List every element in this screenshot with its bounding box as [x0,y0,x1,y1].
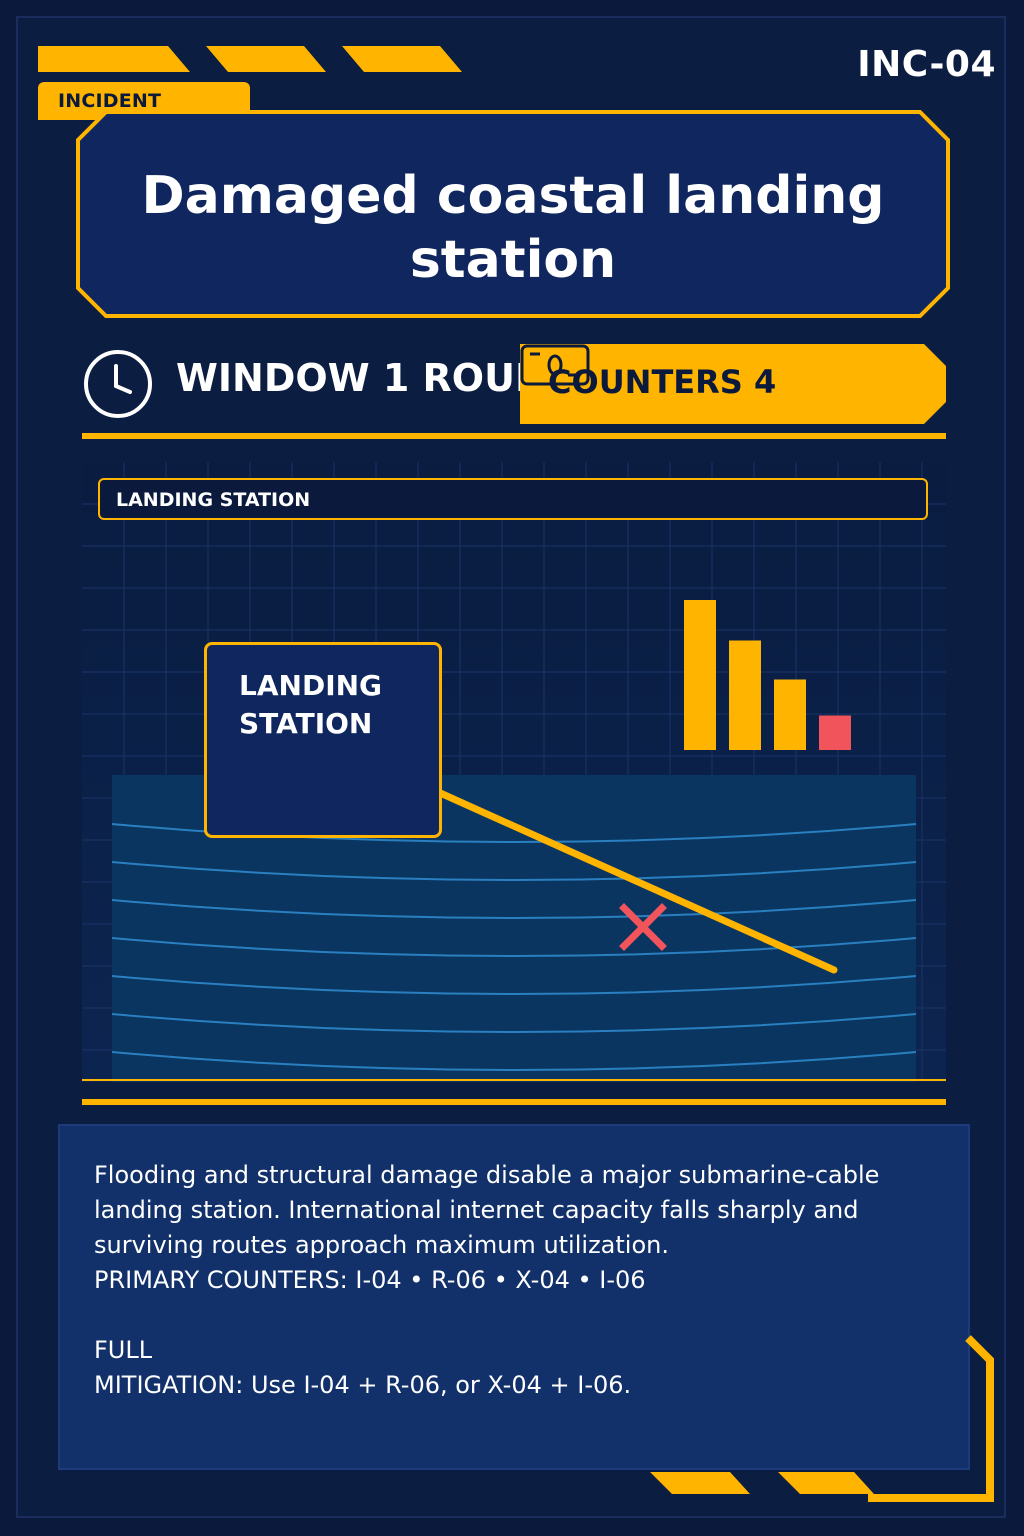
wave-line [111,1051,917,1071]
title-panel: Damaged coastal landing station [76,110,950,318]
scene-header: LANDING STATION [98,478,928,520]
wave-line [111,937,917,957]
station-label: LANDING STATION [239,669,383,740]
divider-top [82,433,946,439]
capacity-bar [684,600,716,750]
primary-counters: PRIMARY COUNTERS: I-04 • R-06 • X-04 • I… [94,1266,646,1294]
capacity-bar [819,715,851,750]
x-mark-icon [619,903,667,951]
submarine-cable [434,788,838,974]
wave-line [111,861,917,881]
wave-line [111,975,917,995]
wave-line [111,1013,917,1033]
hazard-stripes [38,46,462,72]
counter-display-icon [520,344,590,386]
corner-decoration [650,1335,994,1502]
window-label: WINDOW 1 ROUND [176,356,522,400]
wave-line [111,899,917,919]
card-id: INC-04 [857,44,996,85]
clock-icon [84,350,152,418]
mitigation-text: MITIGATION: Use I-04 + R-06, or X-04 + I… [94,1371,632,1399]
landing-station-scene: LANDING STATION LANDING STATION [82,462,946,1082]
description-panel: Flooding and structural damage disable a… [58,1124,970,1470]
capacity-bar [729,640,761,750]
landing-station-box: LANDING STATION [204,642,442,838]
full-label: FULL [94,1336,153,1364]
description-body: Flooding and structural damage disable a… [94,1161,880,1259]
capacity-bar [774,679,806,750]
card-title: Damaged coastal landing station [141,166,885,290]
counters-badge: COUNTERS 4 [520,344,946,424]
divider-bottom [82,1099,946,1105]
